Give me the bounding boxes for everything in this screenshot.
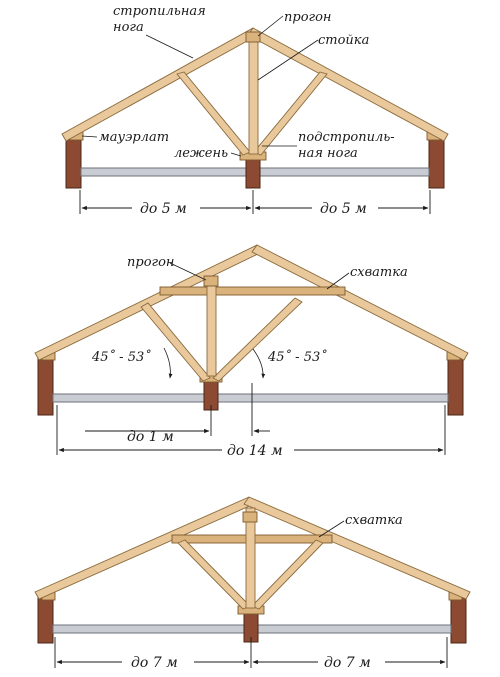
left-wall — [37, 354, 54, 416]
leader-collar — [326, 272, 350, 290]
label-purlin: прогон — [284, 10, 331, 25]
center-support — [245, 157, 261, 189]
diagram-2-labels: прогон схватка 45˚ - 53˚ 45˚ - 53˚ — [91, 255, 408, 379]
right-wall — [428, 135, 445, 189]
post — [245, 507, 256, 609]
dim-right: до 7 м — [324, 655, 371, 671]
label-collar: схватка — [350, 265, 408, 280]
diagram-2-truss — [34, 244, 469, 416]
strut-left — [177, 539, 251, 610]
label-post: стойка — [318, 33, 369, 48]
rafter-right — [251, 244, 469, 361]
purlin — [242, 511, 258, 523]
label-strut-line2: ная нога — [298, 146, 358, 161]
strut-left — [176, 71, 251, 156]
label-collar: схватка — [345, 513, 403, 528]
strut-right — [253, 71, 328, 156]
angle-arc-right — [252, 348, 266, 379]
dim-right: до 5 м — [320, 201, 367, 217]
dim-inner: до 1 м — [127, 429, 174, 445]
diagram-3-labels: схватка — [318, 513, 403, 538]
angle-arc-left — [163, 347, 173, 379]
left-wall — [37, 592, 54, 644]
diagram-1-labels: стропильная нога прогон стойка мауэрлат … — [81, 4, 395, 161]
collar-tie — [159, 286, 346, 296]
label-purlin: прогон — [127, 255, 174, 270]
leader-sill — [230, 152, 242, 157]
leader-wallplate — [81, 135, 98, 138]
label-angle-left: 45˚ - 53˚ — [91, 349, 151, 365]
strut-right — [212, 297, 303, 382]
strut-left — [140, 302, 211, 382]
post — [206, 281, 217, 377]
leader-rafter — [145, 34, 194, 59]
label-sill: лежень — [174, 146, 228, 161]
leader-purlin — [257, 15, 284, 37]
post — [248, 37, 259, 155]
leader-post — [257, 39, 319, 81]
label-rafter-line1: стропильная — [113, 4, 206, 19]
diagram-1-dimensions: до 5 м до 5 м — [79, 190, 431, 217]
label-strut-line1: подстропиль- — [298, 130, 395, 145]
right-wall — [447, 354, 464, 416]
diagram-3-truss — [34, 496, 471, 644]
purlin — [245, 31, 261, 43]
right-wall — [450, 592, 467, 644]
left-wall — [65, 135, 82, 189]
floor-beam — [52, 393, 449, 403]
purlin — [203, 275, 219, 287]
diagram-2-dimensions: до 1 м до 14 м — [56, 383, 446, 459]
rafter-left — [61, 27, 259, 142]
diagram-1-truss — [61, 27, 449, 189]
strut-right — [251, 539, 324, 610]
leader-purlin — [169, 262, 207, 281]
leader-collar — [318, 520, 345, 538]
label-angle-right: 45˚ - 53˚ — [267, 349, 327, 365]
dim-left: до 5 м — [140, 201, 187, 217]
label-wallplate: мауэрлат — [99, 130, 169, 145]
label-rafter-line2: нога — [113, 20, 144, 35]
diagram-3-dimensions: до 7 м до 7 м — [54, 637, 448, 671]
dim-left: до 7 м — [131, 655, 178, 671]
rafter-right — [243, 496, 471, 600]
dim-total: до 14 м — [227, 443, 283, 459]
